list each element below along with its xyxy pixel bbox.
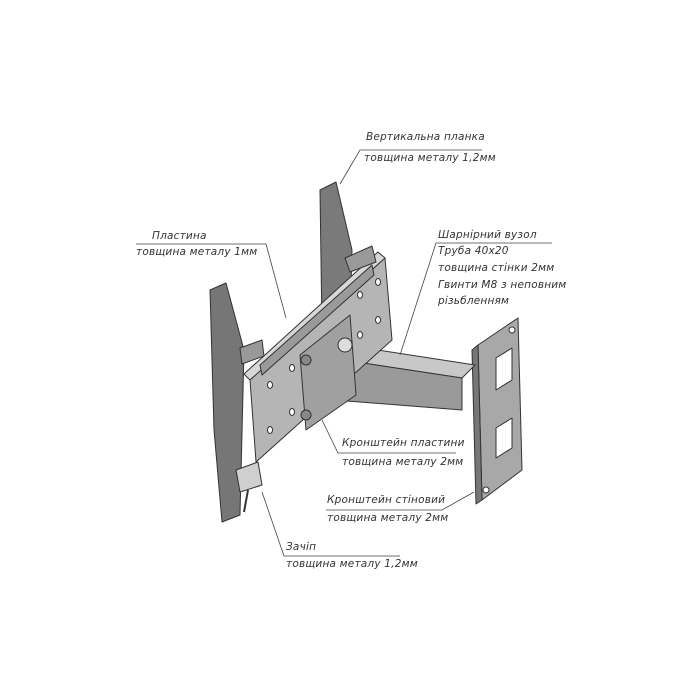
- hinge-line-2: товщина стінки 2мм: [438, 262, 555, 274]
- hinge-line-4: різьбленням: [438, 295, 510, 307]
- vertical-bar-front: [209, 282, 245, 523]
- vertical-bar-title: Вертикальна планка: [366, 131, 485, 143]
- leader-wall-bracket: [326, 491, 475, 511]
- latch-detail: товщина металу 1,2мм: [286, 558, 418, 570]
- wall-bracket: [477, 317, 523, 501]
- leader-plate: [136, 243, 287, 319]
- plate-title: Пластина: [152, 230, 207, 242]
- wall-bracket-title: Кронштейн стіновий: [327, 494, 446, 506]
- plate-detail: товщина металу 1мм: [136, 246, 258, 258]
- hinge-line-3: Гвинти М8 з неповним: [438, 279, 567, 291]
- leader-vertical-bar: [339, 149, 482, 185]
- vertical-bar-detail: товщина металу 1,2мм: [364, 152, 496, 164]
- hinge-line-1: Труба 40х20: [438, 245, 509, 257]
- plate-bracket-detail: товщина металу 2мм: [342, 456, 464, 468]
- leader-hinge: [399, 242, 552, 356]
- leader-latch: [261, 491, 400, 557]
- plate-bracket-title: Кронштейн пластини: [342, 437, 465, 449]
- wall-bracket-detail: товщина металу 2мм: [327, 512, 449, 524]
- latch-title: Зачіп: [286, 541, 317, 553]
- leader-plate-bracket: [321, 419, 456, 454]
- hinge-title: Шарнірний вузол: [438, 229, 537, 241]
